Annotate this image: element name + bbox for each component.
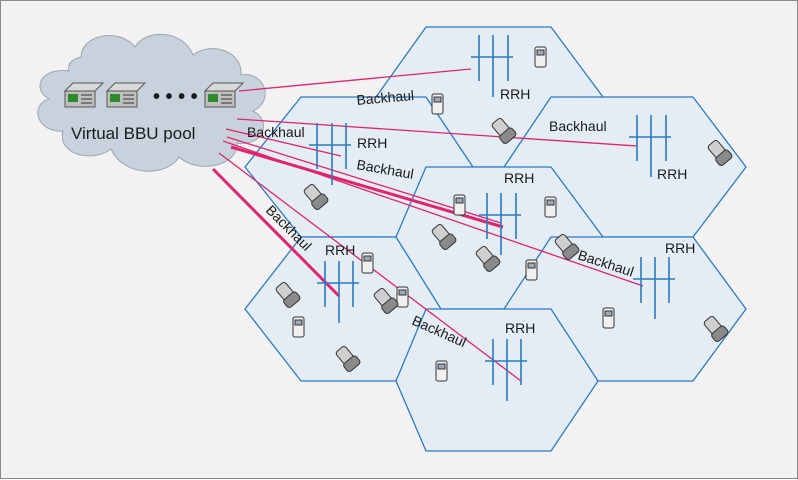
rrh-label-top: RRH xyxy=(500,86,530,102)
backhaul-label-2: Backhaul xyxy=(247,124,305,140)
rrh-label-left: RRH xyxy=(357,135,387,151)
pool-label: Virtual BBU pool xyxy=(71,124,195,143)
antenna-icon-bottom xyxy=(485,339,527,401)
cells xyxy=(244,26,747,452)
antenna-icon-bottom-right xyxy=(633,257,675,319)
server-icon-2 xyxy=(105,82,147,108)
antenna-icon-top xyxy=(471,35,513,97)
backhaul-label-1: Backhaul xyxy=(356,87,415,108)
server-dots: • • • • xyxy=(153,86,198,108)
mobile-phone-icon xyxy=(292,46,615,382)
rrh-label-center: RRH xyxy=(504,170,534,186)
cell-bottom xyxy=(395,308,599,452)
antenna-icon-bottom-left xyxy=(317,261,359,323)
rrh-label-right: RRH xyxy=(657,166,687,182)
server-icon-3 xyxy=(203,82,245,108)
antenna-icon-right xyxy=(629,115,671,177)
flip-phone-icon xyxy=(275,118,733,372)
antenna-icon-left xyxy=(309,123,351,185)
server-icon-1 xyxy=(63,82,105,108)
backhaul-label-4: Backhaul xyxy=(549,118,607,134)
rrh-label-bottom: RRH xyxy=(505,320,535,336)
rrh-label-bottom-right: RRH xyxy=(665,240,695,256)
antenna-icon-center xyxy=(479,193,521,255)
rrh-label-bottom-left: RRH xyxy=(325,242,355,258)
